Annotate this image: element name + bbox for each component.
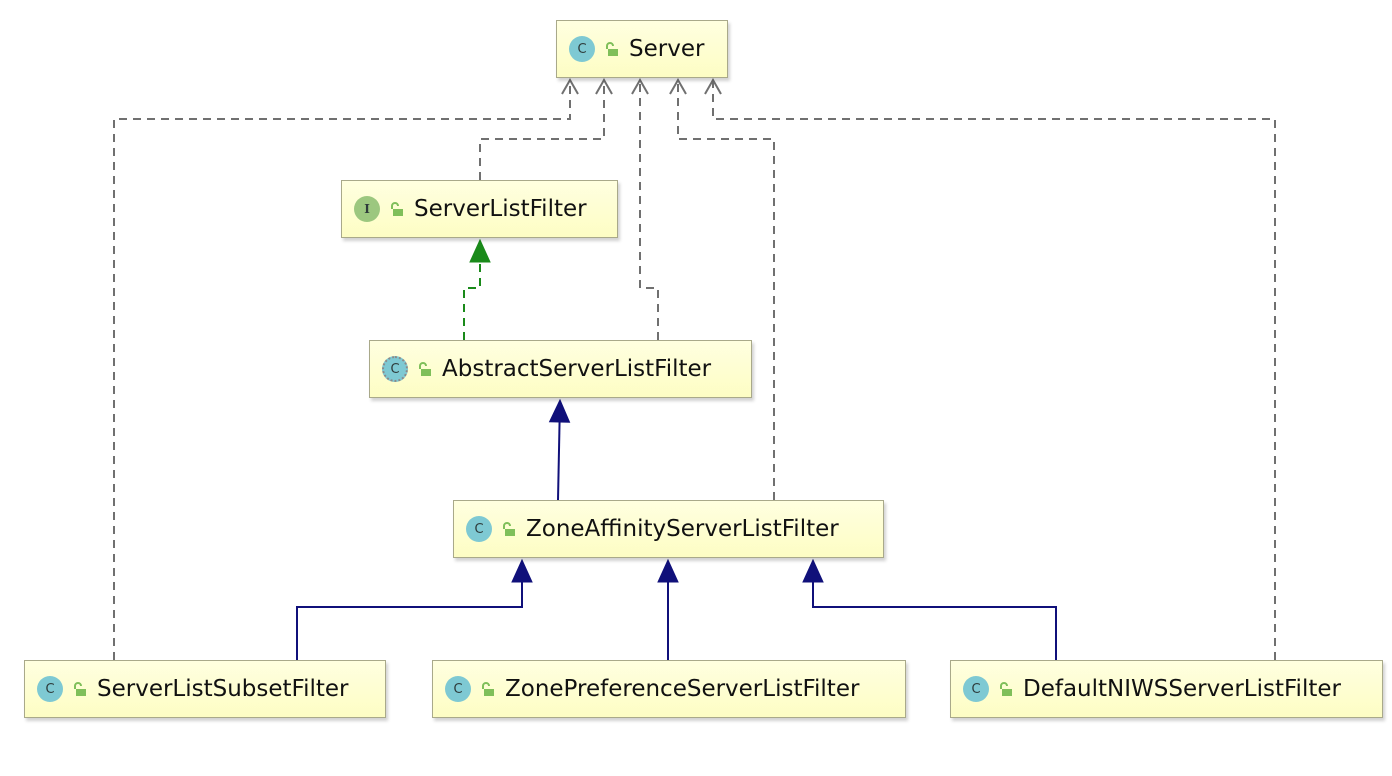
class-node-zoneaffinity[interactable]: C ZoneAffinityServerListFilter	[453, 500, 884, 558]
class-kind-icon: C	[445, 676, 471, 702]
edge-extends-subset-to-zoneaffinity	[296, 558, 533, 660]
open-arrow-head	[669, 77, 687, 95]
edge-line	[639, 80, 659, 340]
edge-line	[677, 80, 775, 500]
class-kind-icon: C	[569, 36, 595, 62]
edge-implements-abstractserverlistfilter-to-serverlistfilter	[463, 238, 491, 340]
open-arrow-head	[561, 77, 579, 95]
class-name-label: AbstractServerListFilter	[442, 356, 712, 382]
class-node-zonepreference[interactable]: C ZonePreferenceServerListFilter	[432, 660, 906, 718]
public-lock-icon	[391, 202, 403, 216]
interface-kind-icon: I	[354, 196, 380, 222]
public-lock-icon	[419, 362, 431, 376]
class-node-serverlistfilter[interactable]: I ServerListFilter	[341, 180, 618, 238]
filled-arrow-head	[657, 558, 679, 583]
public-lock-icon	[482, 682, 494, 696]
class-name-label: ZonePreferenceServerListFilter	[505, 676, 860, 702]
class-name-label: ServerListFilter	[414, 196, 587, 222]
public-lock-icon	[503, 522, 515, 536]
class-name-label: DefaultNIWSServerListFilter	[1023, 676, 1341, 702]
class-node-defaultniws[interactable]: C DefaultNIWSServerListFilter	[950, 660, 1383, 718]
open-arrow-head	[704, 77, 722, 95]
edge-line	[712, 80, 1276, 660]
class-node-subset[interactable]: C ServerListSubsetFilter	[24, 660, 386, 718]
public-lock-icon	[606, 42, 618, 56]
open-arrow-head	[631, 77, 649, 95]
edge-line	[557, 421, 561, 501]
edge-extends-zoneaffinity-to-abstractserverlistfilter	[548, 398, 571, 501]
class-node-abstractserverlistfilter[interactable]: C AbstractServerListFilter	[369, 340, 752, 398]
edge-line	[479, 80, 605, 180]
edge-line	[812, 582, 1057, 660]
edge-dependency-abstractserverlistfilter-to-server	[631, 77, 659, 340]
filled-arrow-head	[802, 558, 824, 583]
edge-line	[296, 582, 523, 660]
class-kind-icon: C	[963, 676, 989, 702]
class-kind-icon: C	[466, 516, 492, 542]
edge-extends-zonepreference-to-zoneaffinity	[657, 558, 679, 660]
abstract-kind-icon: C	[382, 356, 408, 382]
filled-arrow-head	[548, 398, 571, 423]
edge-dependency-serverlistfilter-to-server	[479, 77, 613, 180]
class-name-label: ZoneAffinityServerListFilter	[526, 516, 839, 542]
class-kind-icon: C	[37, 676, 63, 702]
edge-line	[113, 80, 571, 660]
public-lock-icon	[1000, 682, 1012, 696]
filled-arrow-head	[511, 558, 533, 583]
edge-extends-defaultniws-to-zoneaffinity	[802, 558, 1057, 660]
edge-dependency-defaultniws-to-server	[704, 77, 1276, 660]
open-arrow-head	[595, 77, 613, 95]
edge-line	[463, 262, 481, 340]
edge-dependency-zoneaffinity-to-server	[669, 77, 775, 500]
class-name-label: Server	[629, 36, 705, 62]
class-name-label: ServerListSubsetFilter	[97, 676, 349, 702]
class-node-server[interactable]: C Server	[556, 20, 728, 78]
filled-arrow-head	[469, 238, 491, 263]
public-lock-icon	[74, 682, 86, 696]
edge-dependency-subset-to-server	[113, 77, 579, 660]
